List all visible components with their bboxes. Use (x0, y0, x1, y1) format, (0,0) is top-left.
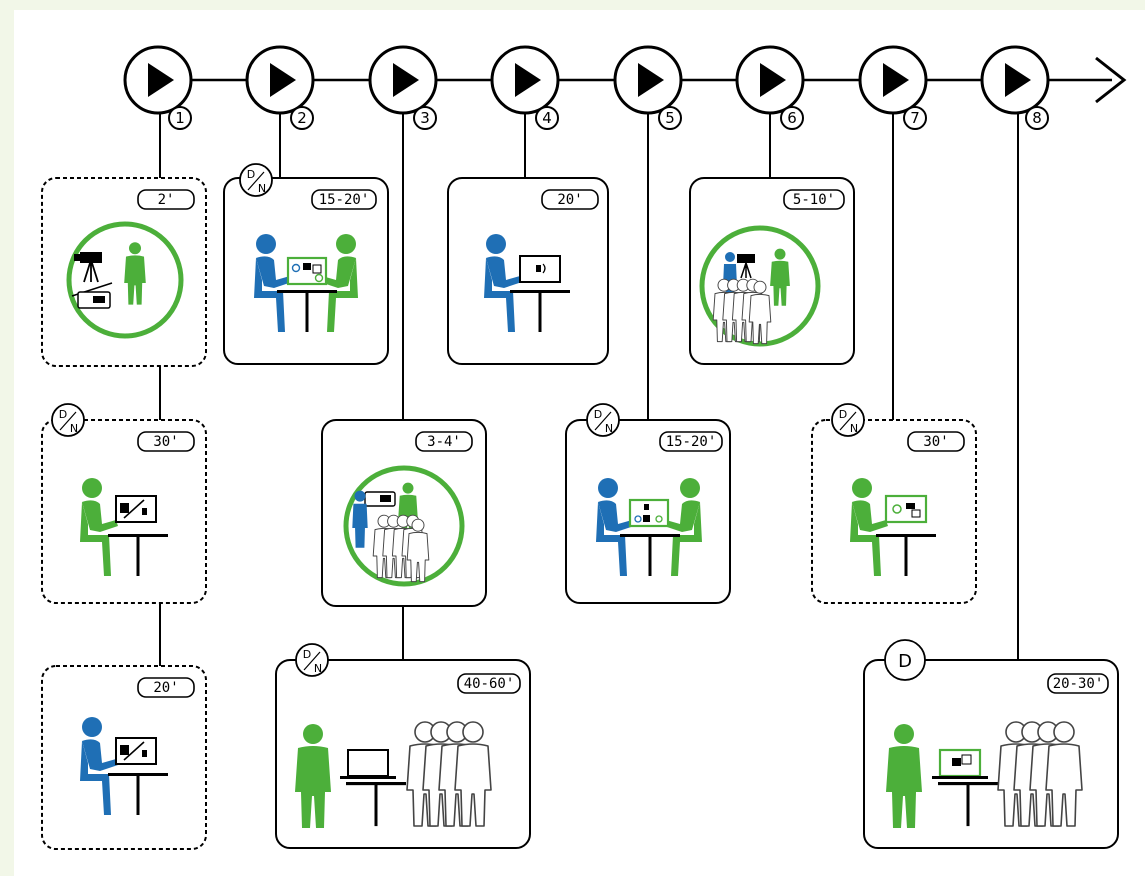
duration-badge: 20-30' (1053, 676, 1104, 692)
dn-mark: D N (295, 643, 329, 677)
step3-card-b: 40-60' D N (275, 643, 531, 849)
laptop-icon (519, 255, 561, 283)
laptop-icon (340, 749, 396, 779)
laptop-icon (115, 737, 157, 765)
duration-badge: 3-4' (427, 434, 461, 450)
duration-badge: 20' (557, 192, 582, 208)
svg-text:N: N (605, 422, 613, 435)
step-node-5: 5 (613, 45, 683, 130)
svg-text:D: D (247, 168, 255, 181)
step-number-3: 3 (420, 109, 430, 127)
duration-badge: 5-10' (793, 192, 835, 208)
dn-mark: D N (51, 403, 85, 437)
step2-card: 15-20' D N (223, 163, 389, 365)
step1-card-c: 20' (41, 665, 207, 850)
svg-text:D: D (594, 408, 602, 421)
laptop-icon (932, 748, 988, 779)
svg-text:D: D (839, 408, 847, 421)
duration-badge: 15-20' (319, 192, 370, 208)
laptop-icon (115, 495, 157, 523)
svg-text:N: N (850, 422, 858, 435)
duration-badge: 30' (923, 434, 948, 450)
step-node-4: 4 (490, 45, 560, 130)
step7-card: 30' D N (811, 403, 977, 604)
svg-text:D: D (303, 648, 311, 661)
step-number-7: 7 (910, 109, 920, 127)
duration-badge: 20' (153, 680, 178, 696)
step-number-2: 2 (297, 109, 307, 127)
step-number-4: 4 (542, 109, 552, 127)
audio-recorder-icon (77, 291, 111, 309)
step-number-1: 1 (175, 109, 185, 127)
audience-icon (998, 722, 1082, 826)
duration-badge: 30' (153, 434, 178, 450)
svg-text:N: N (314, 662, 322, 675)
step1-card-b: 30' D N (41, 403, 207, 604)
audio-recorder-icon (364, 491, 396, 507)
step-node-3: 3 (368, 45, 438, 130)
d-mark: D (884, 639, 926, 681)
step-number-6: 6 (787, 109, 797, 127)
svg-text:D: D (898, 651, 912, 672)
svg-text:N: N (258, 182, 266, 195)
step3-card-a: 3-4' (321, 419, 487, 607)
svg-text:D: D (59, 408, 67, 421)
duration-badge: 15-20' (666, 434, 717, 450)
step-number-8: 8 (1032, 109, 1042, 127)
step4-card: 20' (447, 177, 609, 365)
svg-text:N: N (70, 422, 78, 435)
dn-mark: D N (586, 403, 620, 437)
duration-badge: 40-60' (464, 676, 515, 692)
step-node-6: 6 (735, 45, 805, 130)
step-node-1: 1 (123, 45, 193, 130)
connector-lines (159, 113, 1019, 666)
step-number-5: 5 (665, 109, 675, 127)
facilitator-icon (352, 490, 368, 548)
audience-icon (407, 722, 491, 826)
step6-card: 5-10' (689, 177, 855, 365)
video-camera-icon (74, 252, 102, 283)
video-camera-icon (737, 254, 755, 279)
laptop-icon (286, 256, 328, 286)
laptop-icon (628, 498, 670, 528)
dn-mark: D N (239, 163, 273, 197)
step1-card-a: 2' (41, 177, 207, 367)
step-node-8: 8 (980, 45, 1050, 130)
dn-mark: D N (831, 403, 865, 437)
duration-badge: 2' (158, 192, 175, 208)
step5-card: 15-20' D N (565, 403, 731, 604)
step8-card: 20-30' D (863, 639, 1119, 849)
laptop-icon (884, 494, 928, 524)
